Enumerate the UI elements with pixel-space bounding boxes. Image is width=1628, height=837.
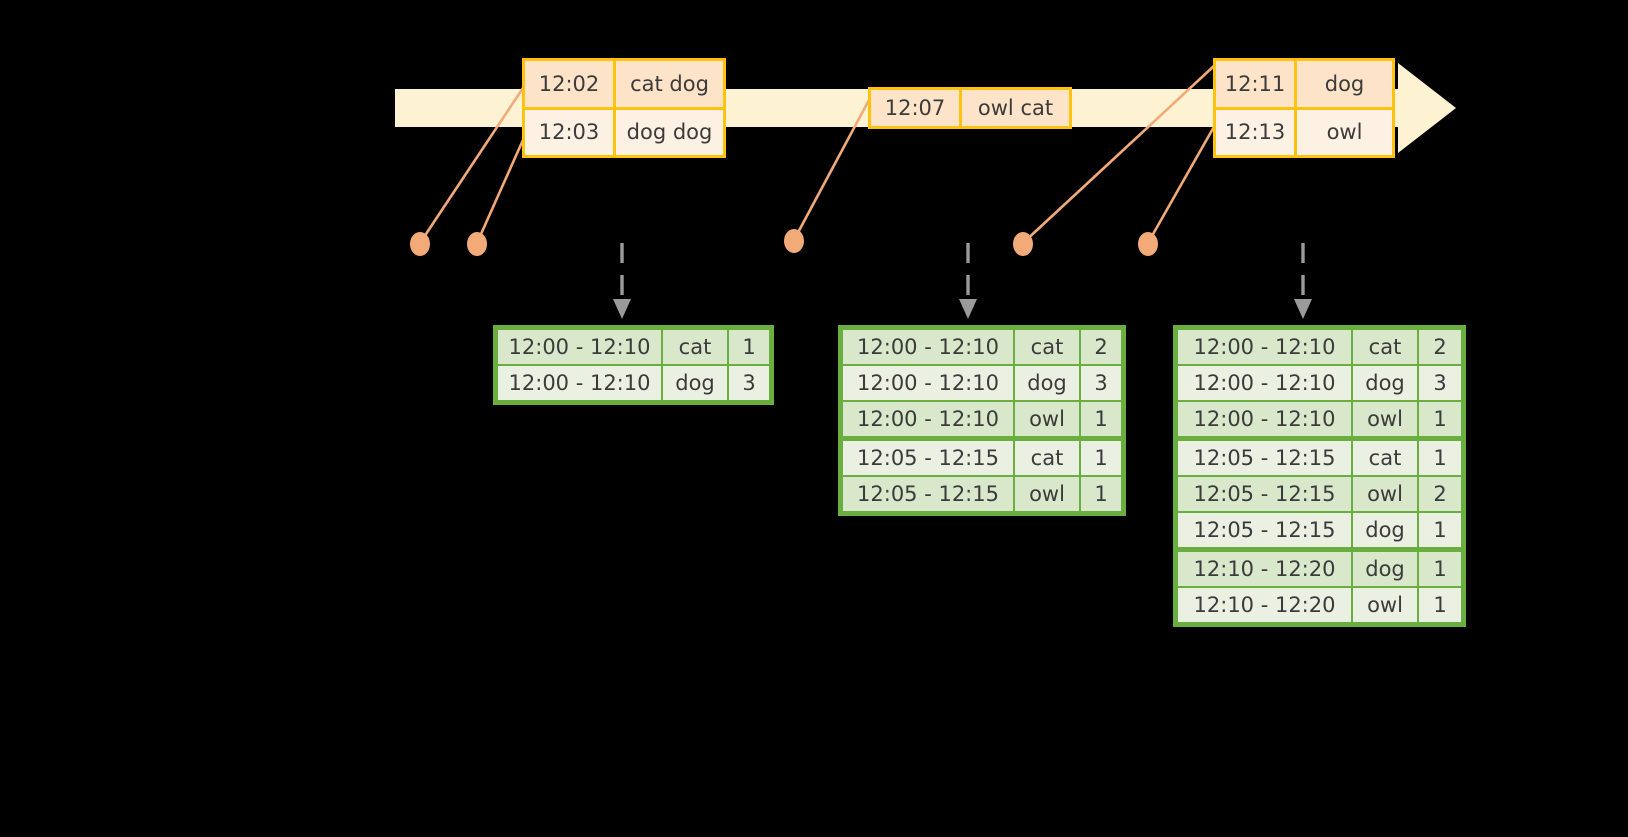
cell-window: 12:00 - 12:10 [842,365,1014,401]
cell-count: 1 [1080,476,1122,512]
event-value: cat dog [616,61,723,107]
connector-dot [784,229,804,253]
event-value: owl cat [962,90,1069,126]
cell-window: 12:05 - 12:15 [842,440,1014,476]
cell-key: dog [1352,512,1418,548]
cell-count: 1 [1418,440,1462,476]
cell-window: 12:00 - 12:10 [1177,329,1352,365]
cell-count: 1 [1080,440,1122,476]
timeline-event-box-3[interactable]: 12:11 dog 12:13 owl [1213,58,1395,158]
cell-count: 1 [1080,401,1122,437]
dashed-down-arrow-icon [613,243,631,319]
cell-count: 3 [728,365,770,401]
cell-key: cat [662,329,728,365]
cell-count: 3 [1080,365,1122,401]
cell-key: dog [1014,365,1080,401]
event-value: dog [1297,61,1392,107]
cell-count: 2 [1418,476,1462,512]
event-time: 12:02 [525,61,616,107]
cell-key: owl [1352,587,1418,623]
cell-key: owl [1014,401,1080,437]
dashed-down-arrow-icon [1294,243,1312,319]
dashed-down-arrow-icon [959,243,977,319]
event-time: 12:11 [1216,61,1297,107]
connector-dot [410,232,430,256]
cell-key: owl [1014,476,1080,512]
timeline-event-box-2[interactable]: 12:07 owl cat [868,87,1072,129]
timeline-event-row: 12:03 dog dog [525,106,723,155]
cell-window: 12:05 - 12:15 [1177,440,1352,476]
cell-window: 12:10 - 12:20 [1177,551,1352,587]
cell-count: 1 [1418,401,1462,437]
cell-window: 12:00 - 12:10 [842,401,1014,437]
cell-key: cat [1352,329,1418,365]
event-value: owl [1297,109,1392,155]
cell-key: dog [1352,551,1418,587]
cell-window: 12:00 - 12:10 [497,329,662,365]
event-time: 12:07 [871,90,962,126]
cell-key: dog [662,365,728,401]
event-value: dog dog [616,109,723,155]
cell-window: 12:00 - 12:10 [497,365,662,401]
cell-key: dog [1352,365,1418,401]
cell-count: 3 [1418,365,1462,401]
cell-window: 12:10 - 12:20 [1177,587,1352,623]
cell-window: 12:05 - 12:15 [1177,476,1352,512]
cell-key: owl [1352,401,1418,437]
timeline-event-row: 12:02 cat dog [525,61,723,107]
timeline-event-row: 12:11 dog [1216,61,1392,107]
cell-count: 1 [1418,587,1462,623]
timeline-arrowhead-icon [1398,63,1456,153]
cell-window: 12:00 - 12:10 [842,329,1014,365]
cell-window: 12:00 - 12:10 [1177,401,1352,437]
cell-count: 2 [1080,329,1122,365]
cell-key: owl [1352,476,1418,512]
timeline-event-row: 12:13 owl [1216,106,1392,155]
timeline-event-box-1[interactable]: 12:02 cat dog 12:03 dog dog [522,58,726,158]
connector-dot [467,232,487,256]
cell-count: 2 [1418,329,1462,365]
cell-key: cat [1014,329,1080,365]
cell-key: cat [1014,440,1080,476]
cell-window: 12:05 - 12:15 [842,476,1014,512]
cell-key: cat [1352,440,1418,476]
connector-dot [1138,232,1158,256]
cell-count: 1 [1418,512,1462,548]
connector-dot [1013,232,1033,256]
cell-window: 12:05 - 12:15 [1177,512,1352,548]
timeline-event-row: 12:07 owl cat [871,90,1069,126]
cell-count: 1 [1418,551,1462,587]
cell-window: 12:00 - 12:10 [1177,365,1352,401]
cell-count: 1 [728,329,770,365]
event-time: 12:13 [1216,109,1297,155]
event-time: 12:03 [525,109,616,155]
